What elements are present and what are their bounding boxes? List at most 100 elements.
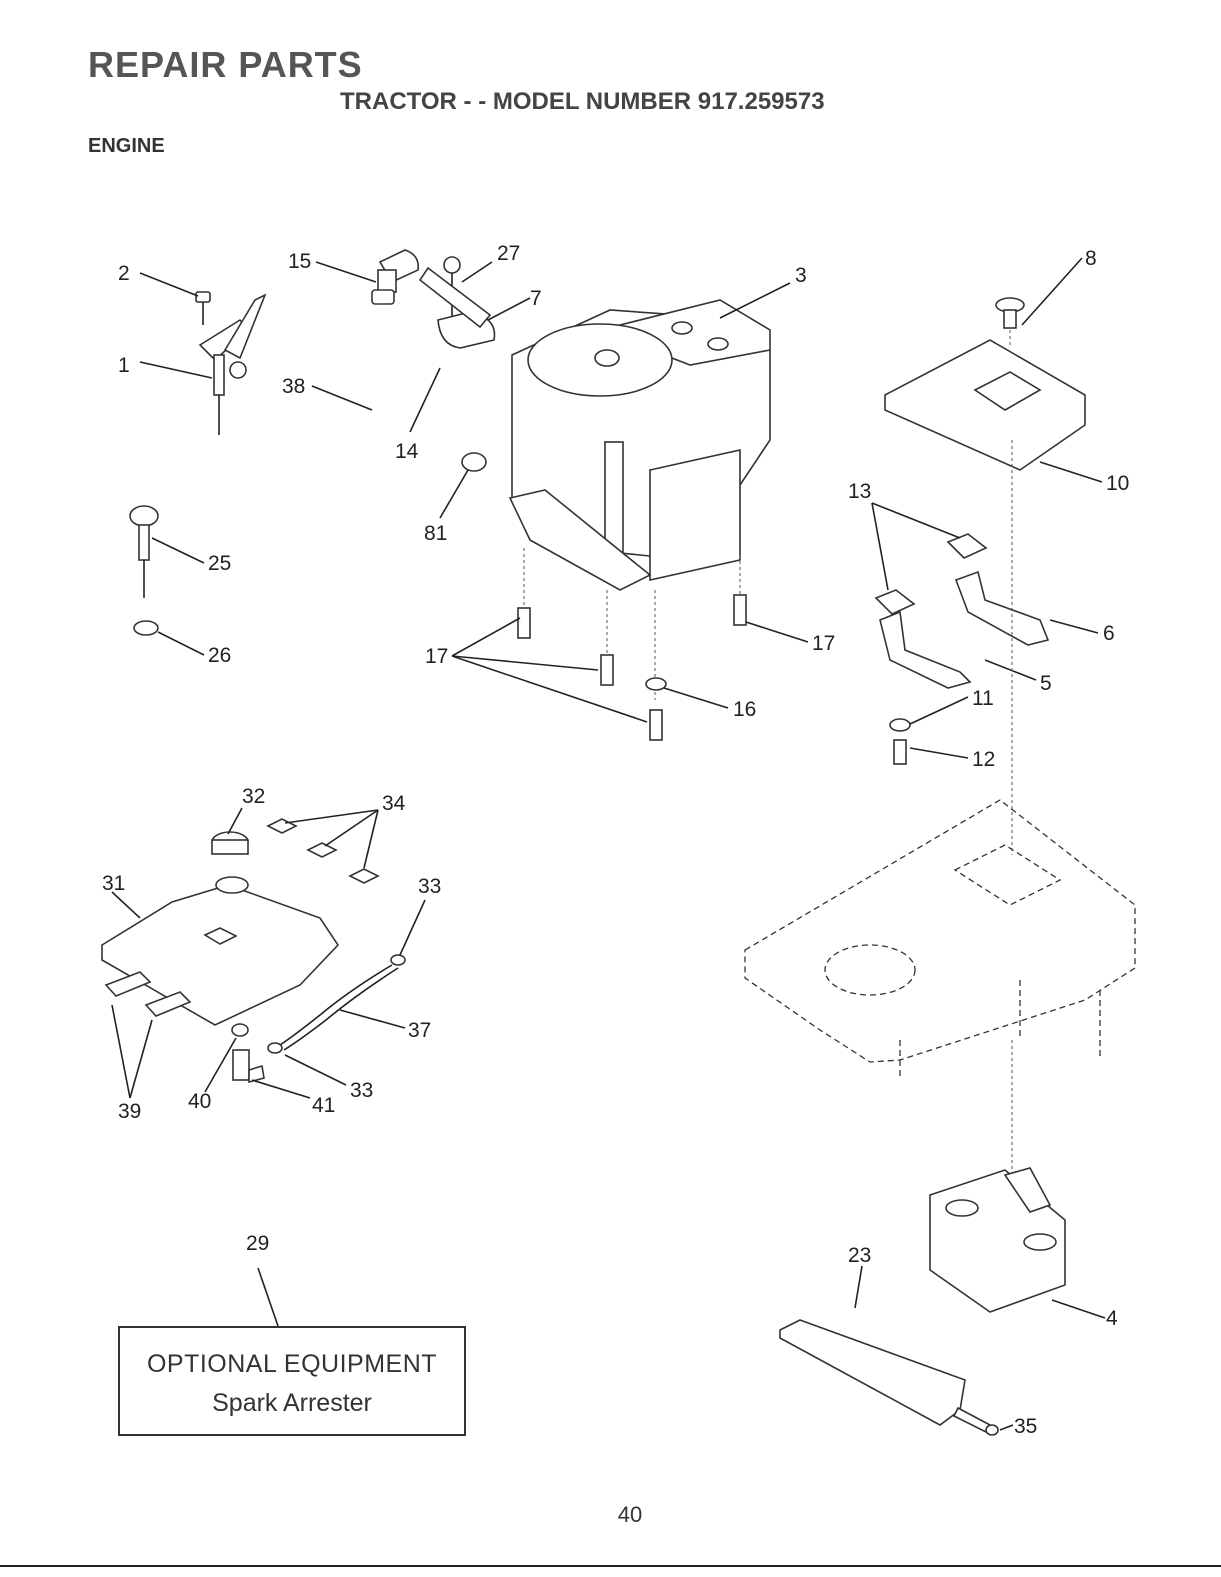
leader-12	[910, 748, 968, 758]
foam-filter-part	[268, 819, 378, 883]
callout-41: 41	[312, 1094, 335, 1117]
callout-17-right: 17	[812, 632, 835, 655]
leader-41	[252, 1080, 310, 1098]
throttle-control-part	[200, 295, 265, 435]
leader-31	[112, 892, 140, 918]
callout-13: 13	[848, 480, 871, 503]
leader-29	[258, 1268, 278, 1326]
leader-13-2	[872, 503, 888, 590]
filler-cap-part	[212, 832, 248, 854]
leader-14	[410, 368, 440, 432]
lock-washer-part	[890, 719, 910, 731]
callout-3: 3	[795, 264, 807, 287]
callout-16: 16	[733, 698, 756, 721]
leader-1	[140, 362, 212, 378]
bottom-rule	[0, 1565, 1221, 1567]
leader-17b	[746, 622, 808, 642]
optional-equipment-box: OPTIONAL EQUIPMENT Spark Arrester	[118, 1326, 466, 1436]
leader-25	[152, 538, 204, 563]
leader-33b	[285, 1055, 346, 1085]
callout-11: 11	[972, 687, 994, 710]
callout-15: 15	[288, 250, 311, 273]
hose-fitting-part	[462, 453, 486, 471]
leader-34-1	[285, 810, 378, 823]
screw-part	[196, 292, 210, 325]
leader-16	[664, 688, 728, 708]
callout-12: 12	[972, 748, 995, 771]
leader-15	[316, 262, 376, 282]
leader-4	[1052, 1300, 1105, 1318]
tractor-frame-outline	[745, 440, 1135, 1185]
callout-33-top: 33	[418, 875, 441, 898]
exhaust-pipe-part	[880, 572, 1048, 688]
leader-10	[1040, 462, 1102, 482]
heat-shield-part	[885, 340, 1085, 470]
breather-elbow-part	[233, 1050, 264, 1082]
leader-32	[228, 808, 242, 834]
callout-5: 5	[1040, 672, 1052, 695]
spark-arrester-deflector-part	[780, 1320, 965, 1425]
engine-part	[510, 300, 770, 590]
leader-38	[312, 386, 372, 410]
leader-8	[1022, 258, 1082, 325]
leader-39-1	[112, 1005, 130, 1098]
leader-33a	[400, 900, 425, 955]
callout-29: 29	[246, 1232, 269, 1255]
leader-39-2	[130, 1020, 152, 1098]
callout-81: 81	[424, 522, 447, 545]
leader-27	[462, 262, 492, 282]
nut-part	[372, 290, 394, 304]
callout-26: 26	[208, 644, 231, 667]
exhaust-screw-part	[894, 740, 906, 764]
callout-34: 34	[382, 792, 406, 815]
leader-26	[158, 632, 204, 655]
callout-17-left: 17	[425, 645, 448, 668]
leader-81	[440, 470, 468, 518]
bolt-part	[518, 595, 746, 740]
callout-33-bottom: 33	[350, 1079, 373, 1102]
air-cleaner-base-part	[102, 877, 338, 1025]
callout-31: 31	[102, 872, 125, 895]
callout-6: 6	[1103, 622, 1115, 645]
elbow-fitting-part	[378, 250, 418, 292]
callout-38: 38	[282, 375, 305, 398]
leader-37	[340, 1010, 405, 1028]
callout-2: 2	[118, 262, 130, 285]
deflector-screw-part	[954, 1408, 998, 1435]
callout-32: 32	[242, 785, 265, 808]
callout-37: 37	[408, 1019, 431, 1042]
leader-11	[910, 697, 968, 724]
leader-40	[205, 1038, 236, 1092]
callout-23: 23	[848, 1244, 871, 1267]
callout-40: 40	[188, 1090, 211, 1113]
knob-part	[996, 298, 1024, 328]
grommet-part	[232, 1024, 248, 1036]
page-number: 40	[600, 1502, 660, 1528]
callout-39: 39	[118, 1100, 141, 1123]
leader-3	[720, 283, 790, 318]
callout-7: 7	[530, 287, 542, 310]
leader-6	[1050, 620, 1098, 633]
dipstick-part	[130, 506, 158, 598]
callout-1: 1	[118, 354, 130, 377]
muffler-part	[930, 1168, 1065, 1312]
callout-4: 4	[1106, 1307, 1118, 1330]
callout-14: 14	[395, 440, 419, 463]
callout-27: 27	[497, 242, 520, 265]
tube-seal-part	[134, 621, 158, 635]
leader-2	[140, 273, 198, 296]
callout-10: 10	[1106, 472, 1129, 495]
leader-35	[1000, 1425, 1013, 1430]
callout-25: 25	[208, 552, 231, 575]
leader-5	[985, 660, 1036, 680]
leader-7	[488, 298, 530, 320]
leader-17a-1	[452, 618, 520, 656]
optional-equipment-title: OPTIONAL EQUIPMENT	[120, 1350, 464, 1379]
callout-8: 8	[1085, 247, 1097, 270]
leader-23	[855, 1266, 862, 1308]
washer-part	[646, 678, 666, 690]
leader-13-1	[872, 503, 960, 538]
spark-arrester-label: Spark Arrester	[120, 1389, 464, 1418]
callout-35: 35	[1014, 1415, 1037, 1438]
